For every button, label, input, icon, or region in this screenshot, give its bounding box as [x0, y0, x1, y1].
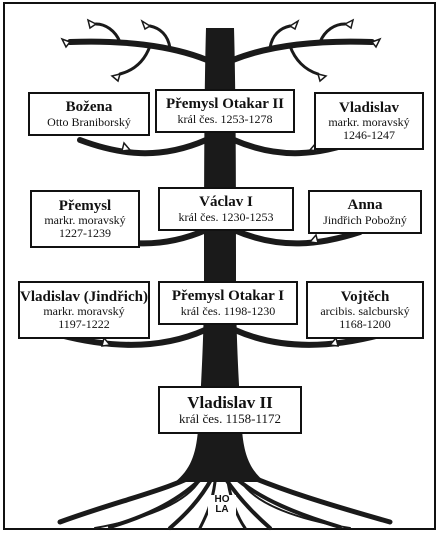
crown-twig-r3	[288, 44, 320, 76]
person-title: král čes. 1158-1172	[179, 411, 281, 427]
person-box-premysl-otakar-i: Přemysl Otakar I král čes. 1198-1230	[158, 281, 298, 325]
crown-branch-left	[67, 38, 210, 63]
person-box-bozena: Božena Otto Braniborský	[28, 92, 150, 136]
person-name: Přemysl Otakar I	[171, 288, 285, 305]
person-box-vladislav-jindrich: Vladislav (Jindřich) markr. moravský 119…	[18, 281, 150, 339]
leaf	[288, 19, 300, 31]
signature-line-1: HO	[214, 494, 230, 505]
person-title: Jindřich Pobožný	[323, 212, 407, 227]
person-title: král čes. 1230-1253	[178, 209, 274, 224]
leaf	[328, 336, 339, 347]
person-box-premysl: Přemysl markr. moravský 1227-1239	[30, 190, 140, 248]
crown-branch-right	[230, 38, 375, 63]
leaf	[60, 37, 72, 49]
leaf	[110, 72, 122, 83]
leaf	[121, 141, 132, 152]
leaf	[308, 233, 319, 244]
person-years: 1227-1239	[59, 226, 111, 241]
person-name: Anna	[347, 197, 383, 214]
person-name: Vladislav II	[187, 392, 273, 412]
crown-twig-l1	[94, 22, 122, 44]
root-8	[239, 479, 351, 529]
leaf	[86, 18, 98, 30]
person-name: Vojtěch	[340, 288, 390, 305]
artist-signature: HO LA	[208, 495, 236, 515]
leaf	[343, 18, 355, 30]
person-years: 1246-1247	[343, 128, 395, 143]
person-title: král čes. 1253-1278	[177, 111, 273, 126]
leaf	[370, 37, 382, 49]
person-box-premysl-otakar-ii: Přemysl Otakar II král čes. 1253-1278	[155, 89, 295, 133]
person-name: Přemysl Otakar II	[165, 96, 285, 113]
branch-2-right	[231, 227, 363, 247]
person-years: 1168-1200	[339, 317, 391, 332]
person-years: 1197-1222	[58, 317, 110, 332]
crown-twig-r1	[318, 22, 347, 44]
leaf	[140, 19, 152, 31]
leaf	[316, 72, 328, 83]
root-3	[168, 476, 214, 530]
crown-twig-l2	[148, 24, 172, 50]
person-name: Václav I	[199, 194, 253, 211]
person-title: markr. moravský	[328, 115, 410, 130]
person-name: Přemysl	[58, 197, 112, 214]
person-title: markr. moravský	[44, 213, 126, 228]
branch-1-left	[77, 137, 209, 157]
crown-twig-l3	[118, 44, 152, 76]
person-title: král čes. 1198-1230	[180, 303, 276, 318]
person-title: Otto Braniborský	[47, 114, 131, 129]
crown-twig-r2	[268, 24, 292, 50]
person-box-anna: Anna Jindřich Pobožný	[308, 190, 422, 234]
person-box-vladislav-ii: Vladislav II král čes. 1158-1172	[158, 386, 302, 434]
person-title: markr. moravský	[43, 304, 125, 319]
root-7	[94, 479, 201, 529]
person-title: arcibis. salcburský	[320, 304, 410, 319]
person-name: Vladislav (Jindřich)	[20, 288, 148, 305]
person-box-vladislav-markrabe: Vladislav markr. moravský 1246-1247	[314, 92, 424, 150]
signature-line-2: LA	[215, 504, 229, 515]
person-box-vaclav-i: Václav I král čes. 1230-1253	[158, 187, 294, 231]
person-name: Božena	[65, 99, 113, 116]
leaf	[101, 336, 112, 347]
trunk-base	[175, 430, 265, 482]
person-box-vojtech: Vojtěch arcibis. salcburský 1168-1200	[306, 281, 424, 339]
person-name: Vladislav	[338, 99, 399, 116]
